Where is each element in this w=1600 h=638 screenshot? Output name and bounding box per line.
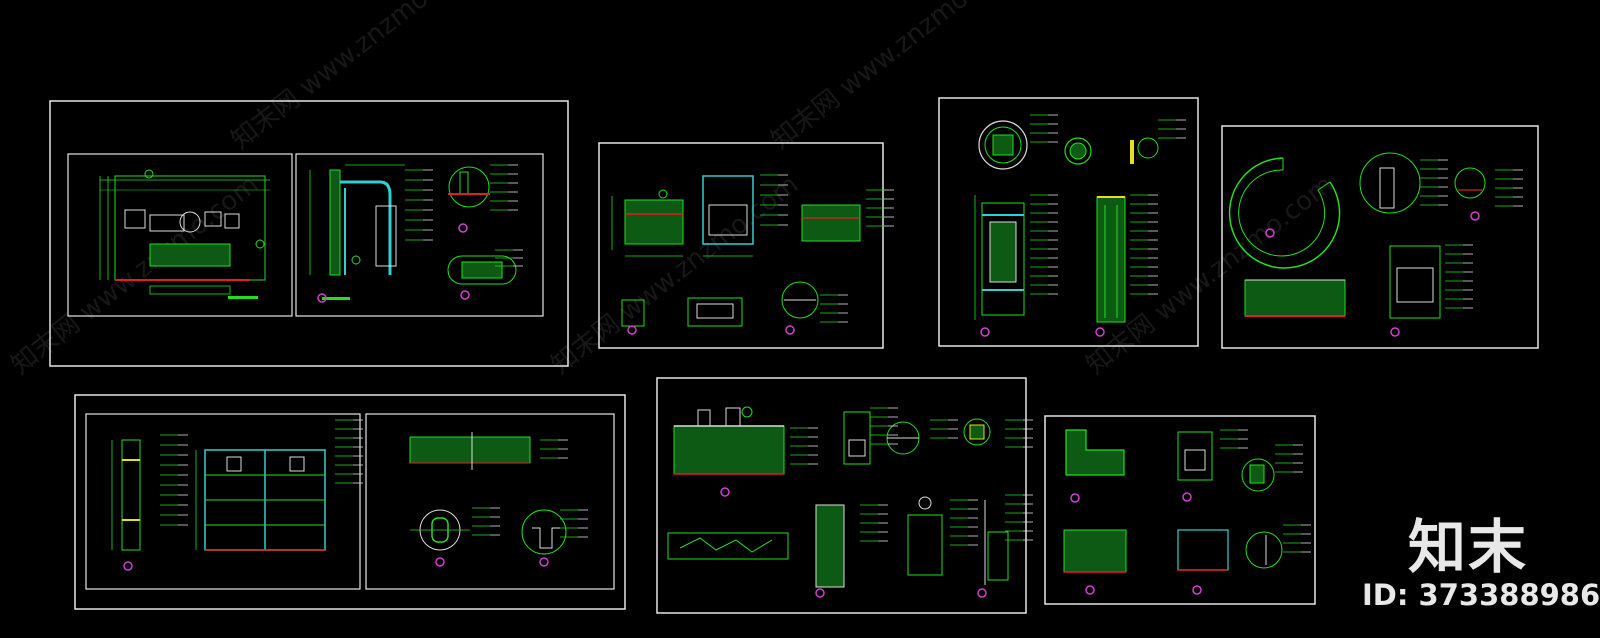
sheet-7-l-shaped-counter-details [1044,415,1316,605]
sheet-4-curved-counter-details [1221,125,1539,349]
sheet-3-round-column-details [938,97,1199,347]
sheet-2-counter-elevations [598,142,884,349]
sheet-1-front-desk-plan-and-sections [49,100,569,367]
sheet-5-cabinet-elevations [74,394,626,610]
drawing-section-a [309,164,405,303]
drawing-plan-view [99,169,270,299]
watermark-id-label: ID: 373388986 [1362,578,1600,612]
watermark-logo: 知末 [1408,513,1529,581]
drawing-detail-circle [448,166,490,233]
annotation-leader-lines [160,114,1523,553]
sheet-6-reception-counter-elevations [656,377,1027,614]
drawing-detail-capsule [447,255,517,300]
